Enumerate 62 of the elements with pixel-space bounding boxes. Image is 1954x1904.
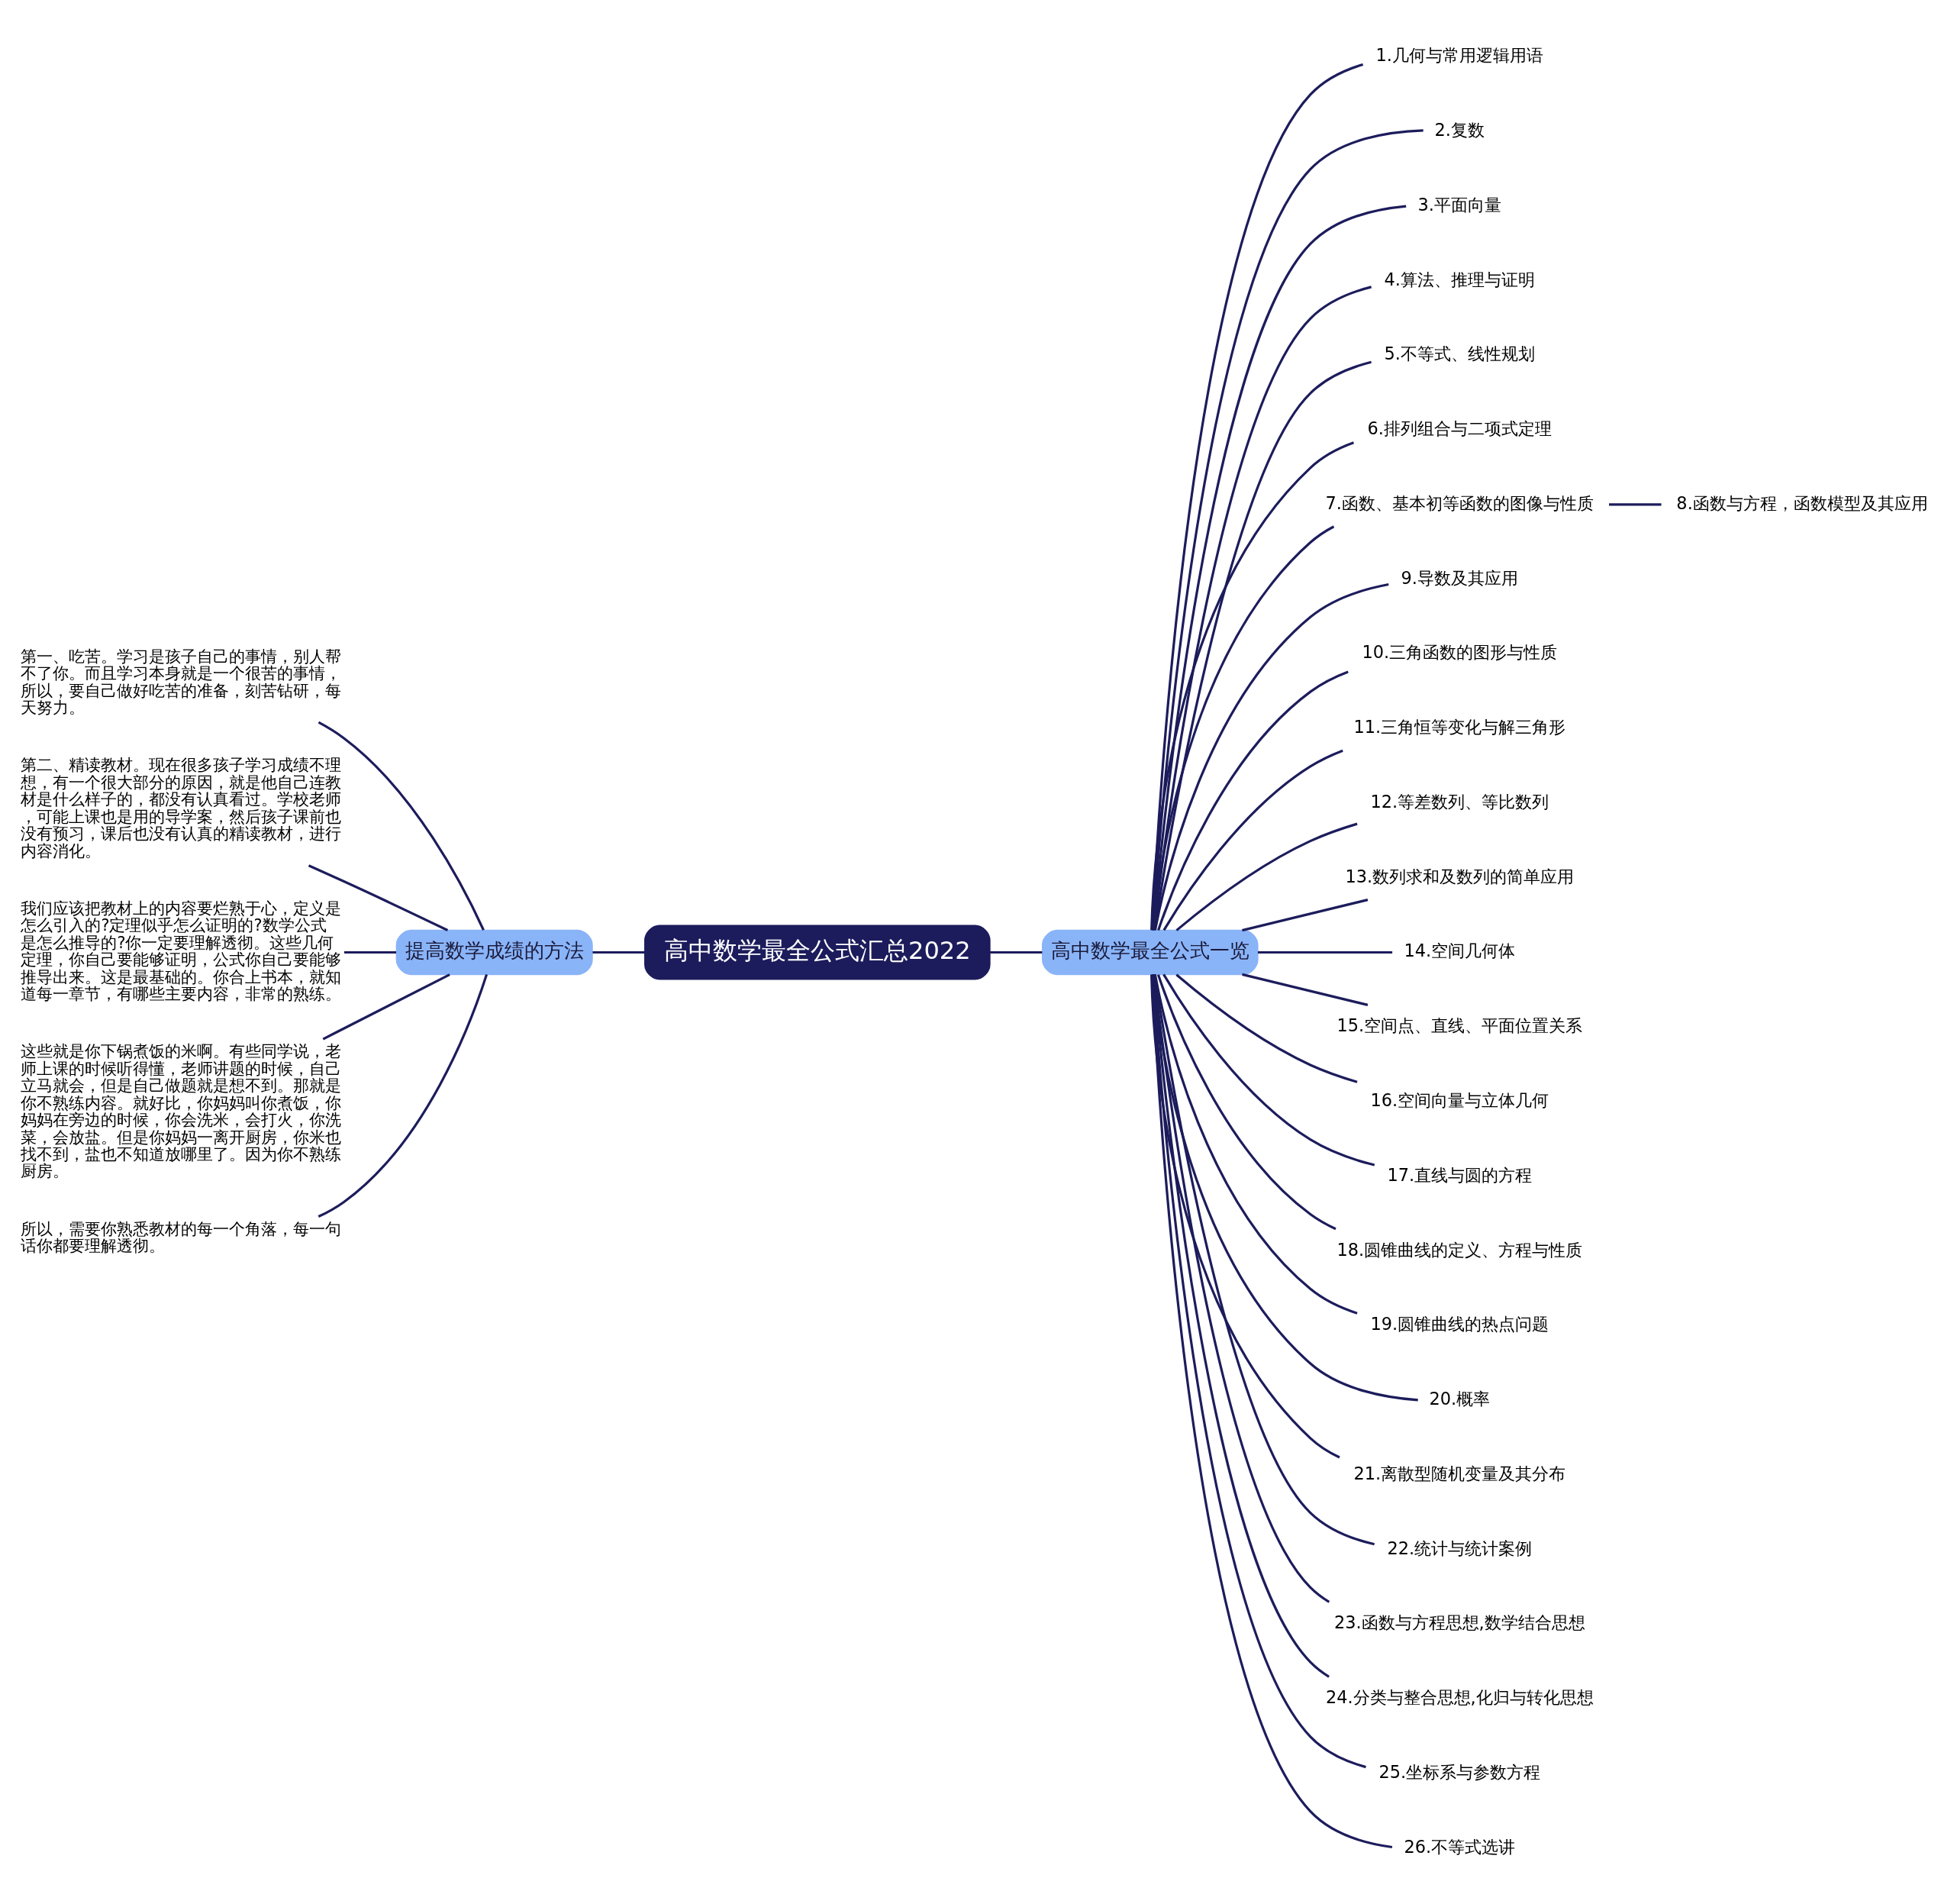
connector (1153, 973, 1375, 1545)
node-text: 这些就是你下锅煮饭的米啊。有些同学说，老师上课的时候听得懂，老师讲题的时候，自己立马就会，但是自己做题就是想不到。那就是你不熟练内容。就好比，你妈妈叫你煮饭，你妈妈在旁边的时候，你会洗米，会打火，你洗菜，会放盐。但是你妈妈一离开厨房，你米也找不到，盐也不知道放哪里了。因为你不熟练厨房。 (21, 1041, 342, 1180)
connector (1162, 973, 1375, 1167)
connector (1242, 973, 1369, 1006)
node-text: 4.算法、推理与证明 (1384, 269, 1535, 289)
node-box: 高中数学最全公式汇总2022 (644, 924, 991, 980)
node-text: 16.空间向量与立体几何 (1370, 1089, 1549, 1110)
connector (318, 721, 485, 931)
node-box: 高中数学最全公式一览 (1041, 929, 1259, 975)
connector (990, 950, 1043, 954)
node-text: 18.圆锥曲线的定义、方程与性质 (1337, 1239, 1583, 1260)
node-text: 2.复数 (1434, 119, 1485, 140)
node-text: 所以，需要你熟悉教材的每一个角落，每一句话你都要理解透彻。 (21, 1219, 342, 1255)
connector (1175, 822, 1358, 931)
connector (1151, 128, 1424, 930)
connector (1157, 670, 1349, 931)
connector (1152, 524, 1335, 931)
node-text: 26.不等式选讲 (1404, 1836, 1516, 1857)
node-text: 13.数列求和及数列的简单应用 (1345, 866, 1575, 886)
connector (1156, 973, 1337, 1230)
node-text: 1.几何与常用逻辑用语 (1375, 44, 1543, 65)
node-text: 24.分类与整合思想,化归与转化思想 (1325, 1686, 1594, 1707)
node-text: 9.导数及其应用 (1401, 567, 1518, 588)
connector (322, 973, 450, 1041)
node-text: 19.圆锥曲线的热点问题 (1370, 1313, 1549, 1334)
connector (1153, 973, 1358, 1315)
connector (1151, 974, 1366, 1768)
node-text: 10.三角函数的图形与性质 (1362, 641, 1558, 662)
node-text: 22.统计与统计案例 (1387, 1538, 1533, 1558)
node-text: 6.排列组合与二项式定理 (1367, 418, 1552, 438)
node-text: 7.函数、基本初等函数的图像与性质 (1325, 492, 1594, 513)
node-text: 第二、精读教材。现在很多孩子学习成绩不理想，有一个很大部分的原因，就是他自己连教材是什么样子的，都没有认真看过。学校老师，可能上课也是用的导学案，然后孩子课前也没有预习，课后也没有认真的精读教材，进行内容消化。 (21, 755, 342, 860)
connector (1175, 973, 1358, 1083)
node-text: 3.平面向量 (1417, 194, 1501, 215)
connector (1150, 441, 1355, 930)
connector (1150, 974, 1340, 1458)
connector (592, 950, 645, 954)
connector (1151, 63, 1364, 930)
node-text: 第一、吃苦。学习是孩子自己的事情，别人帮不了你。而且学习本身就是一个很苦的事情，所以，要自己做好吃苦的准备，刻苦钻研，每天努力。 (21, 647, 342, 717)
connector (1162, 749, 1343, 931)
connector (1609, 502, 1662, 505)
node-text: 20.概率 (1429, 1388, 1491, 1409)
connector (344, 950, 397, 954)
connector (1242, 898, 1369, 931)
connector (1151, 973, 1393, 1848)
connector (308, 863, 449, 931)
node-text: 21.离散型随机变量及其分布 (1353, 1463, 1566, 1483)
connector (1153, 582, 1389, 930)
node-text: 11.三角恒等变化与解三角形 (1353, 716, 1566, 737)
node-text: 14.空间几何体 (1404, 940, 1516, 960)
connector (1257, 950, 1393, 954)
connector (318, 973, 488, 1218)
node-text: 5.不等式、线性规划 (1384, 343, 1535, 363)
connector (1152, 205, 1407, 930)
node-text: 12.等差数列、等比数列 (1370, 791, 1549, 812)
node-text: 23.函数与方程思想,数学结合思想 (1333, 1612, 1585, 1632)
node-text: 25.坐标系与参数方程 (1378, 1761, 1541, 1782)
node-box: 提高数学成绩的方法 (395, 929, 593, 975)
node-text: 15.空间点、直线、平面位置关系 (1337, 1015, 1583, 1035)
node-text: 8.函数与方程，函数模型及其应用 (1676, 492, 1928, 513)
node-text: 17.直线与圆的方程 (1387, 1164, 1533, 1185)
node-text: 我们应该把教材上的内容要烂熟于心，定义是怎么引入的?定理似乎怎么证明的?数学公式是怎么推导的?你一定要理解透彻。这些几何定理，你自己要能够证明，公式你自己要能够推导出来。这是最基础的。你合上书本，就知道每一章节，有哪些主要内容，非常的熟练。 (21, 899, 342, 1003)
